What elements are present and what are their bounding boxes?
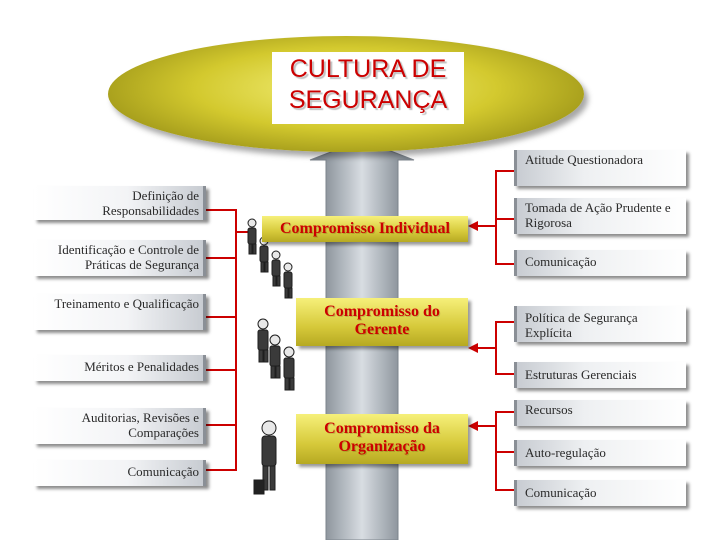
center-compromisso-individual: Compromisso Individual <box>262 216 468 242</box>
people-figures <box>248 219 294 494</box>
left-item-identificacao: Identificação e Controle de Práticas de … <box>34 240 206 276</box>
right-item-tomada-acao: Tomada de Ação Prudente e Rigorosa <box>514 198 686 234</box>
left-item-meritos: Méritos e Penalidades <box>34 355 206 381</box>
right-item-politica: Política de Segurança Explícita <box>514 306 686 342</box>
right-item-comunicacao-2: Comunicação <box>514 480 686 506</box>
right-item-recursos: Recursos <box>514 400 686 426</box>
arrowhead-bottom <box>468 421 478 431</box>
page-title: CULTURA DE SEGURANÇA <box>272 54 464 116</box>
arrowhead-top <box>468 221 478 231</box>
left-item-treinamento: Treinamento e Qualificação <box>34 294 206 330</box>
right-item-autoregulacao: Auto-regulação <box>514 440 686 466</box>
right-bracket-top <box>496 171 514 264</box>
right-item-comunicacao-1: Comunicação <box>514 250 686 276</box>
person-icon <box>248 219 256 254</box>
person-icon <box>272 251 280 286</box>
right-item-atitude: Atitude Questionadora <box>514 150 686 186</box>
right-bracket-bottom <box>496 412 514 490</box>
left-item-responsabilidades: Definição de Responsabilidades <box>34 186 206 220</box>
right-bracket-mid <box>496 322 514 374</box>
arrowhead-mid <box>468 343 478 353</box>
right-item-estruturas: Estruturas Gerenciais <box>514 362 686 388</box>
person-icon <box>270 335 280 378</box>
person-icon <box>258 319 268 362</box>
left-item-comunicacao: Comunicação <box>34 460 206 486</box>
left-bracket <box>206 210 236 470</box>
person-icon <box>254 421 276 494</box>
center-compromisso-organizacao: Compromisso da Organização <box>296 414 468 464</box>
person-icon <box>260 237 268 272</box>
person-icon <box>284 263 292 298</box>
person-icon <box>284 347 294 390</box>
left-item-auditorias: Auditorias, Revisões e Comparações <box>34 408 206 444</box>
center-compromisso-gerente: Compromisso do Gerente <box>296 298 468 346</box>
